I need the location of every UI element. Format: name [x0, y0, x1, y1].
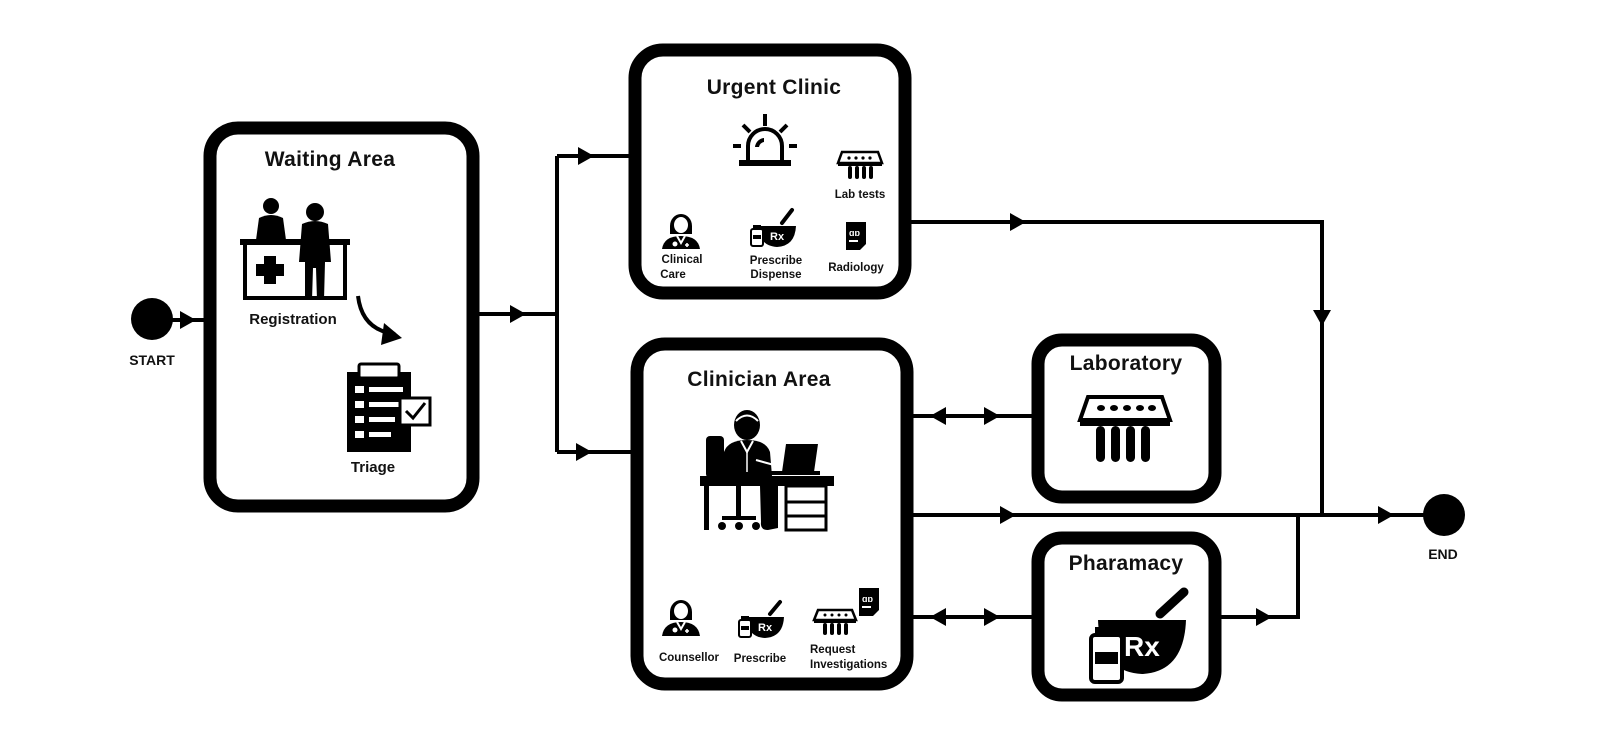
- request-investigations-label-line2: Investigations: [810, 659, 887, 671]
- mortar-pestle-rx-icon: Rx: [750, 208, 796, 247]
- reception-desk-icon: [240, 198, 350, 300]
- laboratory-test-tube-rack-icon: [1077, 395, 1173, 462]
- start-node: [131, 298, 173, 340]
- counsellor-icon: [662, 600, 700, 636]
- svg-text:ɑɒ: ɑɒ: [849, 228, 860, 238]
- waiting-area-title: Waiting Area: [265, 148, 395, 171]
- prescribe-dispense-label-line1: Prescribe: [750, 255, 802, 267]
- emergency-siren-icon: [733, 114, 797, 166]
- registration-label: Registration: [249, 311, 337, 328]
- doctor-at-desk-icon: [700, 410, 834, 532]
- svg-text:Rx: Rx: [770, 231, 785, 243]
- clipboard-checklist-icon: [347, 362, 432, 452]
- laboratory-box: Laboratory: [1031, 333, 1222, 504]
- urgent-clinic-box: Urgent Clinic Lab tests: [628, 43, 912, 300]
- flow-urgent-to-end: [910, 220, 1324, 515]
- svg-text:Rx: Rx: [758, 622, 773, 634]
- flow-pharmacy-to-end: [1218, 515, 1300, 619]
- prescribe-dispense-label-line2: Dispense: [750, 269, 801, 281]
- test-tube-rack-icon: [836, 150, 884, 179]
- request-investigations-icon: ɑɒ: [812, 588, 879, 635]
- waiting-area-box: Waiting Area Registration: [203, 121, 480, 513]
- urgent-clinic-title: Urgent Clinic: [707, 76, 842, 99]
- start-label: START: [129, 352, 175, 368]
- end-label: END: [1428, 546, 1458, 562]
- nurse-icon: [662, 214, 700, 249]
- triage-label: Triage: [351, 459, 395, 476]
- clinician-area-title: Clinician Area: [687, 368, 830, 391]
- clinician-area-box: Clinician Area: [630, 337, 914, 691]
- pharmacy-mortar-pestle-rx-icon: Rx: [1089, 587, 1189, 684]
- flow-lines: [172, 147, 1428, 626]
- radiology-label: Radiology: [828, 262, 884, 274]
- radiology-document-icon: ɑɒ: [846, 222, 866, 250]
- pharmacy-box: Pharamacy Rx: [1031, 531, 1222, 702]
- svg-text:ɑɒ: ɑɒ: [862, 594, 873, 604]
- request-investigations-label-line1: Request: [810, 644, 856, 656]
- end-node: [1423, 494, 1465, 536]
- clinical-care-label-line1: Clinical: [662, 254, 703, 266]
- lab-tests-label: Lab tests: [835, 189, 886, 201]
- laboratory-title: Laboratory: [1070, 352, 1183, 375]
- svg-text:Rx: Rx: [1124, 631, 1160, 662]
- clinical-care-label-line2: Care: [660, 269, 686, 281]
- prescribe-mortar-icon: Rx: [738, 600, 784, 638]
- counsellor-label: Counsellor: [659, 652, 720, 664]
- prescribe-label: Prescribe: [734, 653, 786, 665]
- pharmacy-title: Pharamacy: [1069, 552, 1184, 575]
